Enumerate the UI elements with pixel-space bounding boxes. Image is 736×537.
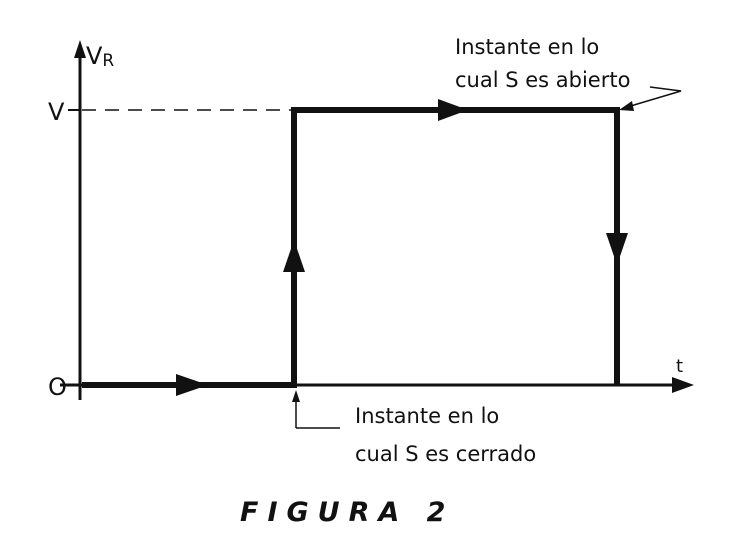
vr-waveform <box>82 107 620 388</box>
y-axis-arrowhead <box>74 40 86 58</box>
arrow-right-top <box>438 99 468 121</box>
x-axis-arrowhead <box>672 377 694 393</box>
x-axis-label: t <box>676 356 683 377</box>
arrow-down-falling-edge <box>606 233 628 265</box>
level-high-label: V <box>48 98 65 126</box>
level-low-label: O <box>48 373 67 401</box>
open-instant-arrowhead <box>619 101 634 111</box>
close-instant-text-line1: Instante en lo <box>355 404 499 428</box>
open-instant-text-line2: cual S es abierto <box>455 68 630 92</box>
figure-caption: FIGURA 2 <box>240 497 454 528</box>
arrow-up-rising-edge <box>283 240 305 272</box>
arrow-right-baseline <box>176 374 208 396</box>
open-instant-leader <box>623 86 682 109</box>
open-instant-text-line1: Instante en lo <box>455 35 599 59</box>
y-axis-label: VR <box>86 42 114 71</box>
close-instant-arrowhead <box>292 390 300 402</box>
close-instant-text-line2: cual S es cerrado <box>355 442 536 466</box>
